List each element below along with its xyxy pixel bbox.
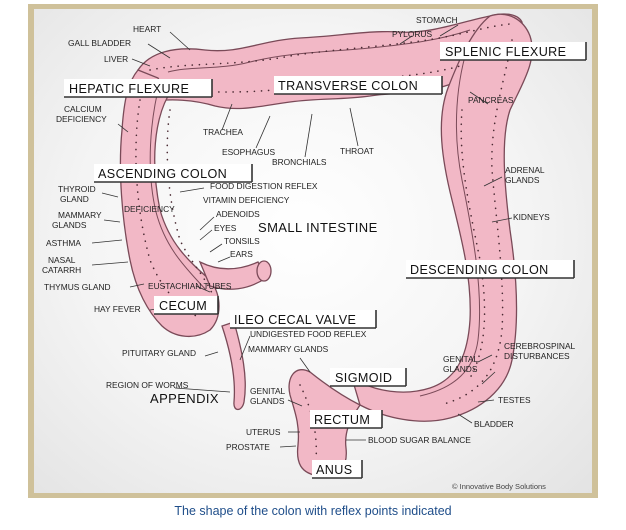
- label-trachea: TRACHEA: [203, 127, 243, 137]
- label-mammary-glands: GLANDS: [52, 220, 87, 230]
- label-heart: HEART: [133, 24, 161, 34]
- label-bronchials: BRONCHIALS: [272, 157, 327, 167]
- label-blood-sugar-balance: BLOOD SUGAR BALANCE: [368, 435, 471, 445]
- label-hay-fever: HAY FEVER: [94, 304, 141, 314]
- copyright-notice: © Innovative Body Solutions: [452, 482, 546, 491]
- label-stomach: STOMACH: [416, 15, 458, 25]
- label-cerebrospinal-disturbances: DISTURBANCES: [504, 351, 570, 361]
- label-adenoids: ADENOIDS: [216, 209, 260, 219]
- label-asthma: ASTHMA: [46, 238, 81, 248]
- leader-lines: [91, 24, 513, 448]
- label-adrenal: ADRENAL: [505, 165, 545, 175]
- label-testes: TESTES: [498, 395, 531, 405]
- label-genital-left: GENITAL: [250, 386, 286, 396]
- label-nasal-catarrh: CATARRH: [42, 265, 81, 275]
- label-uterus: UTERUS: [246, 427, 281, 437]
- colon-illustration: [119, 13, 533, 477]
- label-transverse-colon: TRANSVERSE COLON: [278, 79, 418, 93]
- label-vitamin-deficiency: VITAMIN DEFICIENCY: [203, 195, 290, 205]
- label-prostate: PROSTATE: [226, 442, 270, 452]
- label-liver: LIVER: [104, 54, 128, 64]
- label-pancreas: PANCREAS: [468, 95, 514, 105]
- label-bladder: BLADDER: [474, 419, 514, 429]
- label-genital-glands-right: GLANDS: [443, 364, 478, 374]
- label-anus: ANUS: [316, 463, 353, 477]
- label-nasal: NASAL: [48, 255, 76, 265]
- reflex-point-labels: STOMACH PYLORUS HEART GALL BLADDER LIVER…: [42, 15, 576, 452]
- label-small-intestine: SMALL INTESTINE: [258, 220, 378, 235]
- label-genital-right: GENITAL: [443, 354, 479, 364]
- ascending-colon-shape: [119, 69, 220, 337]
- label-sigmoid: SIGMOID: [335, 371, 392, 385]
- region-labels: SPLENIC FLEXURE HEPATIC FLEXURE TRANSVER…: [64, 42, 587, 479]
- label-ascending-colon: ASCENDING COLON: [98, 167, 227, 181]
- label-ileo-cecal-valve: ILEO CECAL VALVE: [234, 313, 356, 327]
- figure-caption: The shape of the colon with reflex point…: [174, 504, 452, 518]
- label-thymus-gland: THYMUS GLAND: [44, 282, 111, 292]
- label-calcium-deficiency: DEFICIENCY: [56, 114, 107, 124]
- label-appendix: APPENDIX: [150, 391, 219, 406]
- label-gall-bladder: GALL BLADDER: [68, 38, 131, 48]
- ileum-opening: [256, 260, 272, 282]
- label-rectum: RECTUM: [314, 413, 370, 427]
- label-ears: EARS: [230, 249, 253, 259]
- label-eustachian-tubes: EUSTACHIAN TUBES: [148, 281, 232, 291]
- label-genital-glands-left: GLANDS: [250, 396, 285, 406]
- label-splenic-flexure: SPLENIC FLEXURE: [445, 45, 566, 59]
- label-kidneys: KIDNEYS: [513, 212, 550, 222]
- label-pituitary-gland: PITUITARY GLAND: [122, 348, 196, 358]
- label-tonsils: TONSILS: [224, 236, 260, 246]
- label-calcium: CALCIUM: [64, 104, 102, 114]
- label-deficiency: DEFICIENCY: [124, 204, 175, 214]
- label-mammary-glands-lower: MAMMARY GLANDS: [248, 344, 329, 354]
- label-undigested-food-reflex: UNDIGESTED FOOD REFLEX: [250, 329, 367, 339]
- label-pylorus: PYLORUS: [392, 29, 432, 39]
- label-mammary: MAMMARY: [58, 210, 102, 220]
- label-hepatic-flexure: HEPATIC FLEXURE: [69, 82, 189, 96]
- label-descending-colon: DESCENDING COLON: [410, 263, 549, 277]
- appendix-shape: [221, 321, 246, 411]
- label-cecum: CECUM: [159, 299, 207, 313]
- label-throat: THROAT: [340, 146, 374, 156]
- label-adrenal-glands: GLANDS: [505, 175, 540, 185]
- label-eyes: EYES: [214, 223, 237, 233]
- label-thyroid: THYROID: [58, 184, 96, 194]
- label-cerebrospinal: CEREBROSPINAL: [504, 341, 576, 351]
- label-food-digestion-reflex: FOOD DIGESTION REFLEX: [210, 181, 318, 191]
- label-region-of-worms: REGION OF WORMS: [106, 380, 189, 390]
- descending-colon-shape: [350, 13, 533, 422]
- label-thyroid-gland: GLAND: [60, 194, 89, 204]
- label-esophagus: ESOPHAGUS: [222, 147, 275, 157]
